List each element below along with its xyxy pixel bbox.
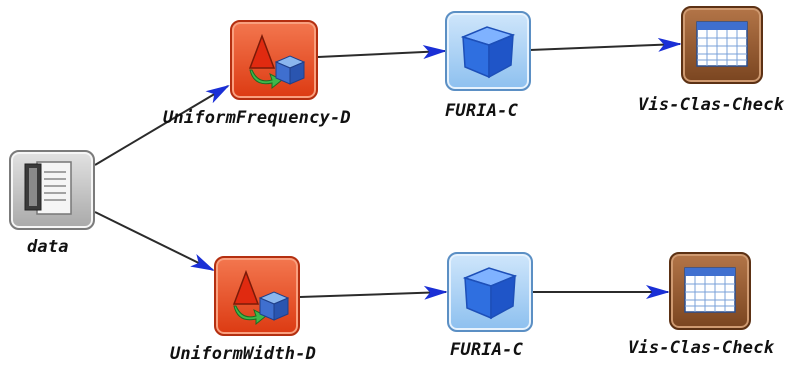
cube-icon: [445, 11, 531, 91]
node-label-furia-c-2: FURIA-C: [450, 340, 524, 360]
node-label-uniformwidth-d: UniformWidth-D: [170, 344, 317, 364]
document-icon: [9, 150, 95, 230]
discretize-icon: [214, 256, 300, 336]
node-label-vis-clas-check-2: Vis-Clas-Check: [628, 338, 775, 358]
table-grid-icon: [669, 252, 751, 330]
edge-uniformwidth-to-furia[interactable]: [299, 285, 448, 300]
node-label-furia-c-1: FURIA-C: [445, 101, 519, 121]
table-grid-icon: [681, 6, 763, 84]
node-label-vis-clas-check-1: Vis-Clas-Check: [638, 95, 785, 115]
edge-uniformfrequency-to-furia[interactable]: [317, 45, 447, 60]
edge-furia-to-vis[interactable]: [529, 37, 682, 52]
edge-data-to-uniformwidth[interactable]: [94, 211, 215, 271]
cube-icon: [447, 252, 533, 332]
edge-data-to-uniformfrequency[interactable]: [94, 84, 230, 166]
node-label-uniformfrequency-d: UniformFrequency-D: [163, 108, 351, 128]
node-label-data: data: [27, 237, 69, 257]
discretize-icon: [230, 20, 318, 100]
